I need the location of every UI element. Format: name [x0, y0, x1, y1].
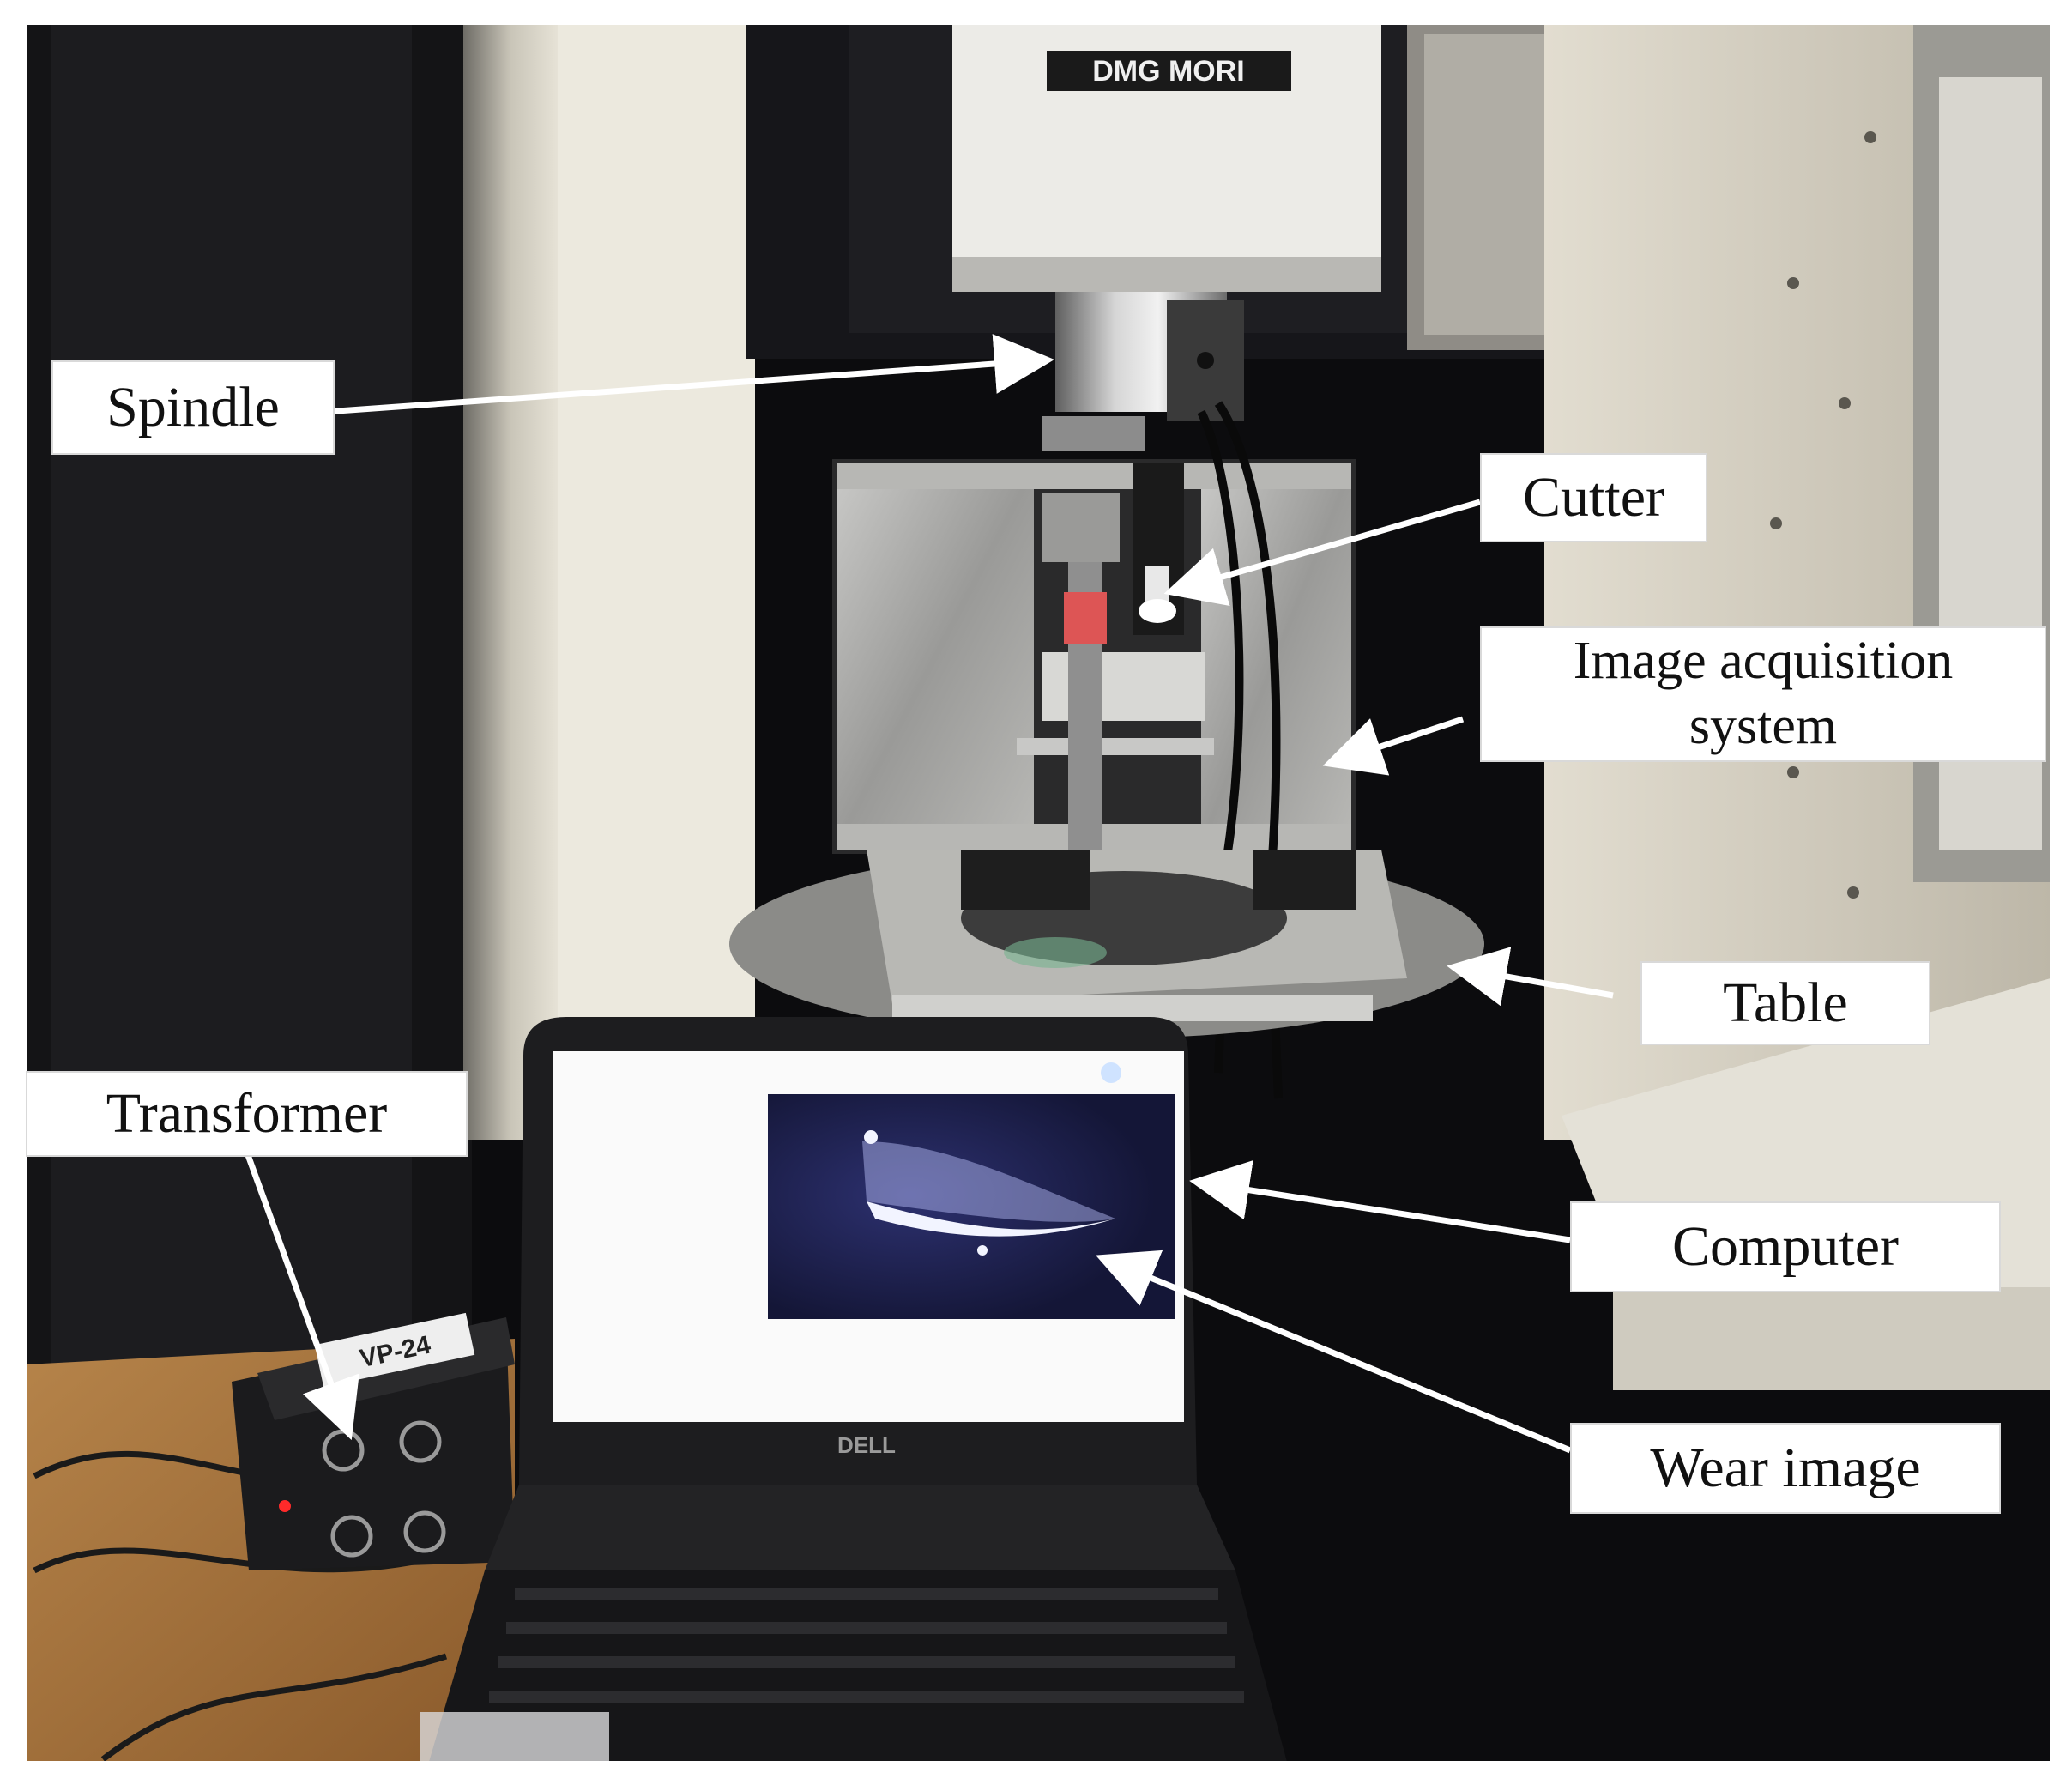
label-image-acquisition-system: Image acquisition system — [1480, 626, 2046, 762]
callout-arrows — [241, 334, 1614, 1454]
dmg-mori-text: DMG MORI — [1092, 55, 1245, 88]
wear-highlight — [867, 1201, 1115, 1237]
label-transformer: Transformer — [26, 1071, 468, 1157]
label-image-acquisition-line1: Image acquisition — [1573, 632, 1954, 691]
door-frame-left — [463, 24, 558, 1140]
label-image-acquisition-line2: system — [1688, 697, 1838, 755]
arrow-cutter — [1163, 499, 1481, 607]
dell-logo: DELL — [837, 1432, 896, 1458]
arrow-computer — [1189, 1160, 1571, 1243]
image-acquisition-system — [832, 459, 1356, 854]
arrow-wear-image — [1096, 1250, 1572, 1454]
arrow-table — [1447, 947, 1614, 1007]
arrow-transformer — [241, 1144, 359, 1441]
label-wear-image: Wear image — [1570, 1423, 2001, 1514]
dmg-mori-logo — [1047, 51, 1291, 91]
label-cutter: Cutter — [1480, 453, 1707, 542]
arrow-image-acquisition — [1322, 716, 1465, 776]
label-computer: Computer — [1570, 1201, 2001, 1292]
rotary-table — [729, 850, 1484, 1038]
laptop-computer: DELL — [420, 1017, 1287, 1762]
label-table: Table — [1640, 961, 1930, 1045]
arrow-spindle — [325, 334, 1054, 415]
label-spindle: Spindle — [51, 360, 335, 455]
